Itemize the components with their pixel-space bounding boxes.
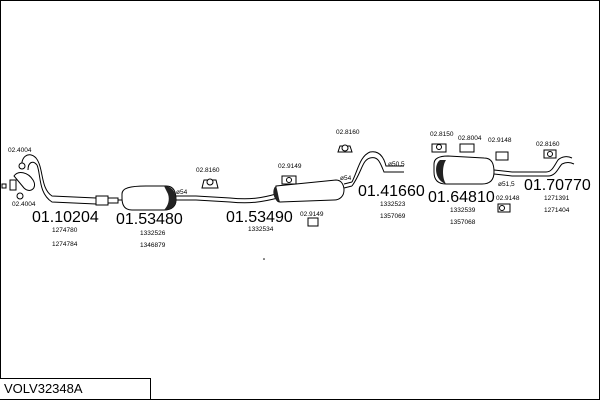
part-ref-2b: 1346879 (140, 242, 166, 249)
clamp-label-2: 02.4004 (12, 201, 36, 208)
hanger-label-5d: 02.9148 (496, 195, 520, 202)
hanger-label-3b: 02.9149 (278, 163, 302, 170)
first-silencer-part (118, 185, 196, 211)
intermediate-pipe-part (337, 144, 404, 187)
part-number-2: 01.53480 (116, 211, 183, 228)
title-box: VOLV32348A (0, 378, 151, 399)
part-ref-1b: 1274784 (52, 241, 78, 248)
hanger-label-5a: 02.8150 (430, 131, 454, 138)
hanger-label-3c: 02.9149 (300, 211, 324, 218)
diagram-id-label: VOLV32348A (4, 381, 83, 396)
part-number-5: 01.64810 (428, 189, 495, 206)
part-ref-4a: 1332523 (380, 201, 406, 208)
hanger-label-6: 02.8160 (536, 141, 560, 148)
part-number-4: 01.41660 (358, 183, 425, 200)
part-number-6: 01.70770 (524, 177, 591, 194)
part-ref-6b: 1271404 (544, 207, 570, 214)
hanger-label-5c: 02.9148 (488, 137, 512, 144)
diameter-label-4b: ø50,5 (388, 161, 405, 168)
hanger-label-5b: 02.8004 (458, 135, 482, 142)
part-ref-2a: 1332526 (140, 230, 166, 237)
rear-silencer-part (431, 143, 513, 213)
hanger-label-3a: 02.8160 (196, 167, 220, 174)
diameter-label-2: ø54 (176, 189, 188, 196)
diameter-label-5: ø51,5 (498, 181, 515, 188)
part-ref-6a: 1271391 (544, 195, 570, 202)
part-ref-5a: 1332539 (450, 207, 476, 214)
part-number-1: 01.10204 (32, 209, 99, 226)
front-pipe-part (1, 154, 119, 206)
tail-pipe-part (512, 149, 575, 177)
diameter-label-4a: ø54 (340, 175, 352, 182)
middle-silencer-part (195, 175, 353, 227)
part-number-3: 01.53490 (226, 209, 293, 226)
hanger-label-4: 02.8160 (336, 129, 360, 136)
part-ref-3a: 1332534 (248, 226, 274, 233)
part-ref-1a: 1274780 (52, 227, 78, 234)
dot-marker (263, 258, 265, 260)
clamp-label-1: 02.4004 (8, 147, 32, 154)
part-ref-4b: 1357069 (380, 213, 406, 220)
part-ref-5b: 1357068 (450, 219, 476, 226)
